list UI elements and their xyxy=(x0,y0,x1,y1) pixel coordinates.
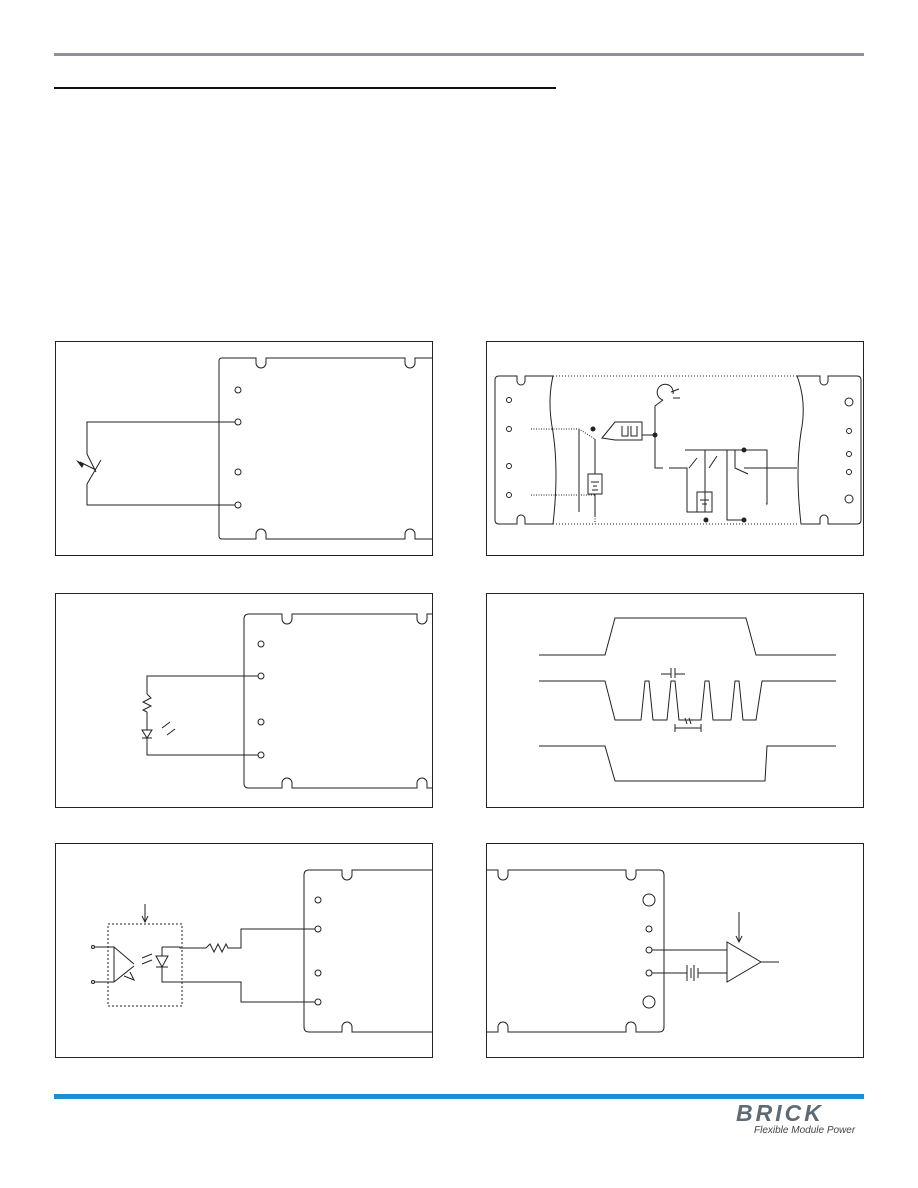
brand-tagline: Flexible Module Power xyxy=(754,1125,856,1136)
module-outline xyxy=(218,357,432,540)
led-icon xyxy=(141,729,153,739)
left-module xyxy=(494,375,557,525)
panel-comparator xyxy=(486,843,864,1058)
panel-switch-enable xyxy=(55,341,433,556)
module-outline xyxy=(303,869,432,1033)
module-outline xyxy=(487,869,665,1033)
module-system-diagram xyxy=(494,375,862,525)
panel-optocoupler xyxy=(55,843,433,1058)
pin-2 xyxy=(234,418,242,426)
panel-led-indicator xyxy=(55,593,433,808)
panel-timing-waveform xyxy=(486,593,864,808)
switch-enable-diagram xyxy=(76,357,432,540)
header-rule xyxy=(54,53,864,56)
pin-1 xyxy=(234,386,242,394)
panel-module-system xyxy=(486,341,864,556)
pin-3 xyxy=(234,468,242,476)
resistor-icon xyxy=(141,693,153,713)
pin-4 xyxy=(234,501,242,509)
toggle-switch-icon xyxy=(76,460,84,468)
optocoupler-icon xyxy=(107,923,183,1007)
led-indicator-diagram xyxy=(141,613,432,789)
title-underline xyxy=(54,87,556,89)
amplifier-icon xyxy=(726,941,762,983)
comparator-diagram xyxy=(487,869,779,1033)
right-module xyxy=(796,375,862,525)
module-outline xyxy=(243,613,432,789)
waveform-icon xyxy=(539,617,836,782)
battery-icon xyxy=(587,473,603,495)
brand-logo: BRICK xyxy=(736,1100,824,1126)
optocoupler-diagram xyxy=(91,869,432,1033)
footer-rule xyxy=(54,1094,864,1099)
